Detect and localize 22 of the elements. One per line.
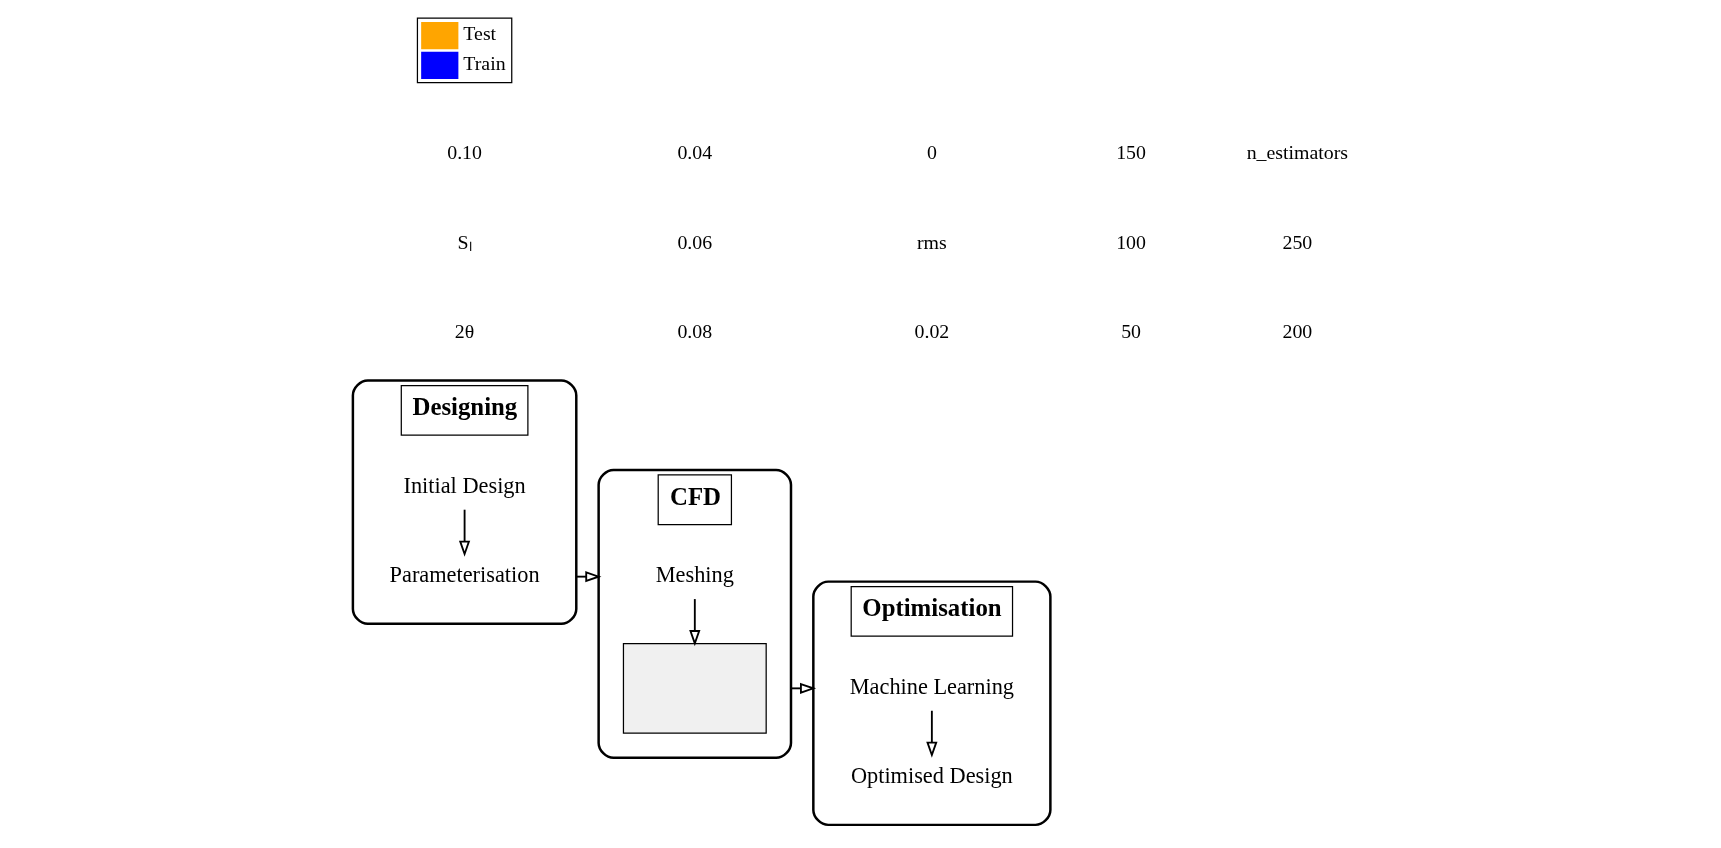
label: rms [916,230,947,253]
label: 50 [1121,320,1141,343]
node-text: Optimised Design [850,763,1013,789]
label: 100 [1116,230,1146,253]
node-text: Machine Learning [849,673,1015,699]
label: 0.02 [914,320,950,343]
label: 0.08 [677,320,713,343]
label: 0.04 [677,141,713,164]
legend-label: Test [463,22,497,45]
node-text: Meshing [655,562,734,588]
label: 0.10 [447,141,482,164]
label: 150 [1116,141,1146,164]
label: 2θ [454,320,475,343]
label: 0 [926,141,937,164]
legend-label: Train [463,52,506,75]
label: 200 [1282,320,1313,343]
node-text: Parameterisation [389,562,540,588]
label: 0.06 [677,230,713,253]
label: 250 [1282,230,1313,253]
label: Sₗ [457,230,472,253]
node-text: Initial Design [403,472,526,498]
label: n_estimators [1246,141,1349,164]
